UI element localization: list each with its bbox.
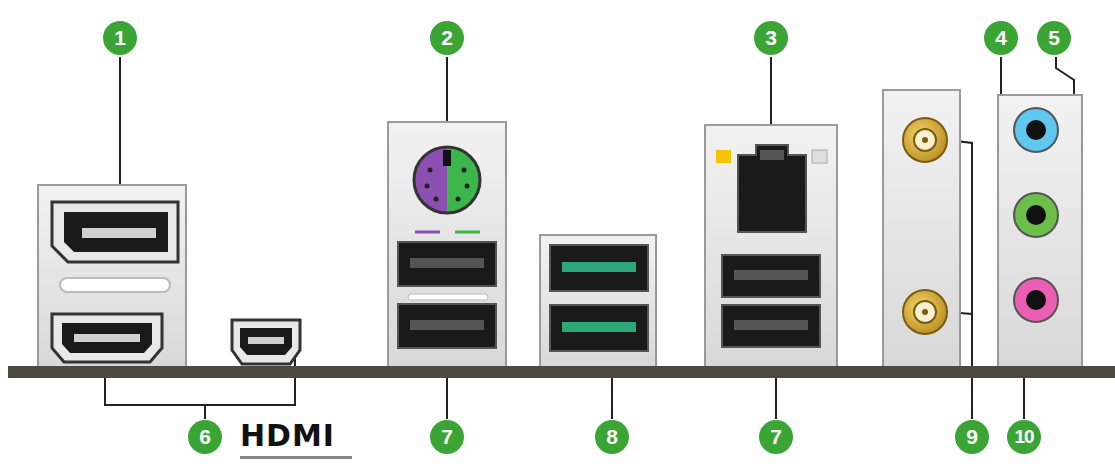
board-edge [8,366,1115,378]
callout-number: 1 [103,21,137,55]
callout-number: 6 [188,420,222,454]
audio-jacks [998,95,1082,367]
ps2-usb-stack [388,122,506,367]
hdmi-port [232,320,300,364]
lan-usb-stack [705,125,837,367]
callout-number: 10 [1007,420,1041,454]
callout-number: 8 [595,420,629,454]
callout-number: 4 [984,21,1018,55]
callout-number: 2 [430,21,464,55]
callout-number: 5 [1037,21,1071,55]
displayport-hdmi-stack [38,185,186,367]
callout-number: 3 [754,21,788,55]
logo-fine-print [240,456,352,459]
callout-number: 7 [430,420,464,454]
wifi-antenna-connectors [883,90,960,367]
callout-number: 9 [955,420,989,454]
leader-lines [105,57,1074,419]
usb3-stack [540,235,656,367]
callout-number: 7 [759,420,793,454]
logo-text: HDMI [240,420,335,452]
